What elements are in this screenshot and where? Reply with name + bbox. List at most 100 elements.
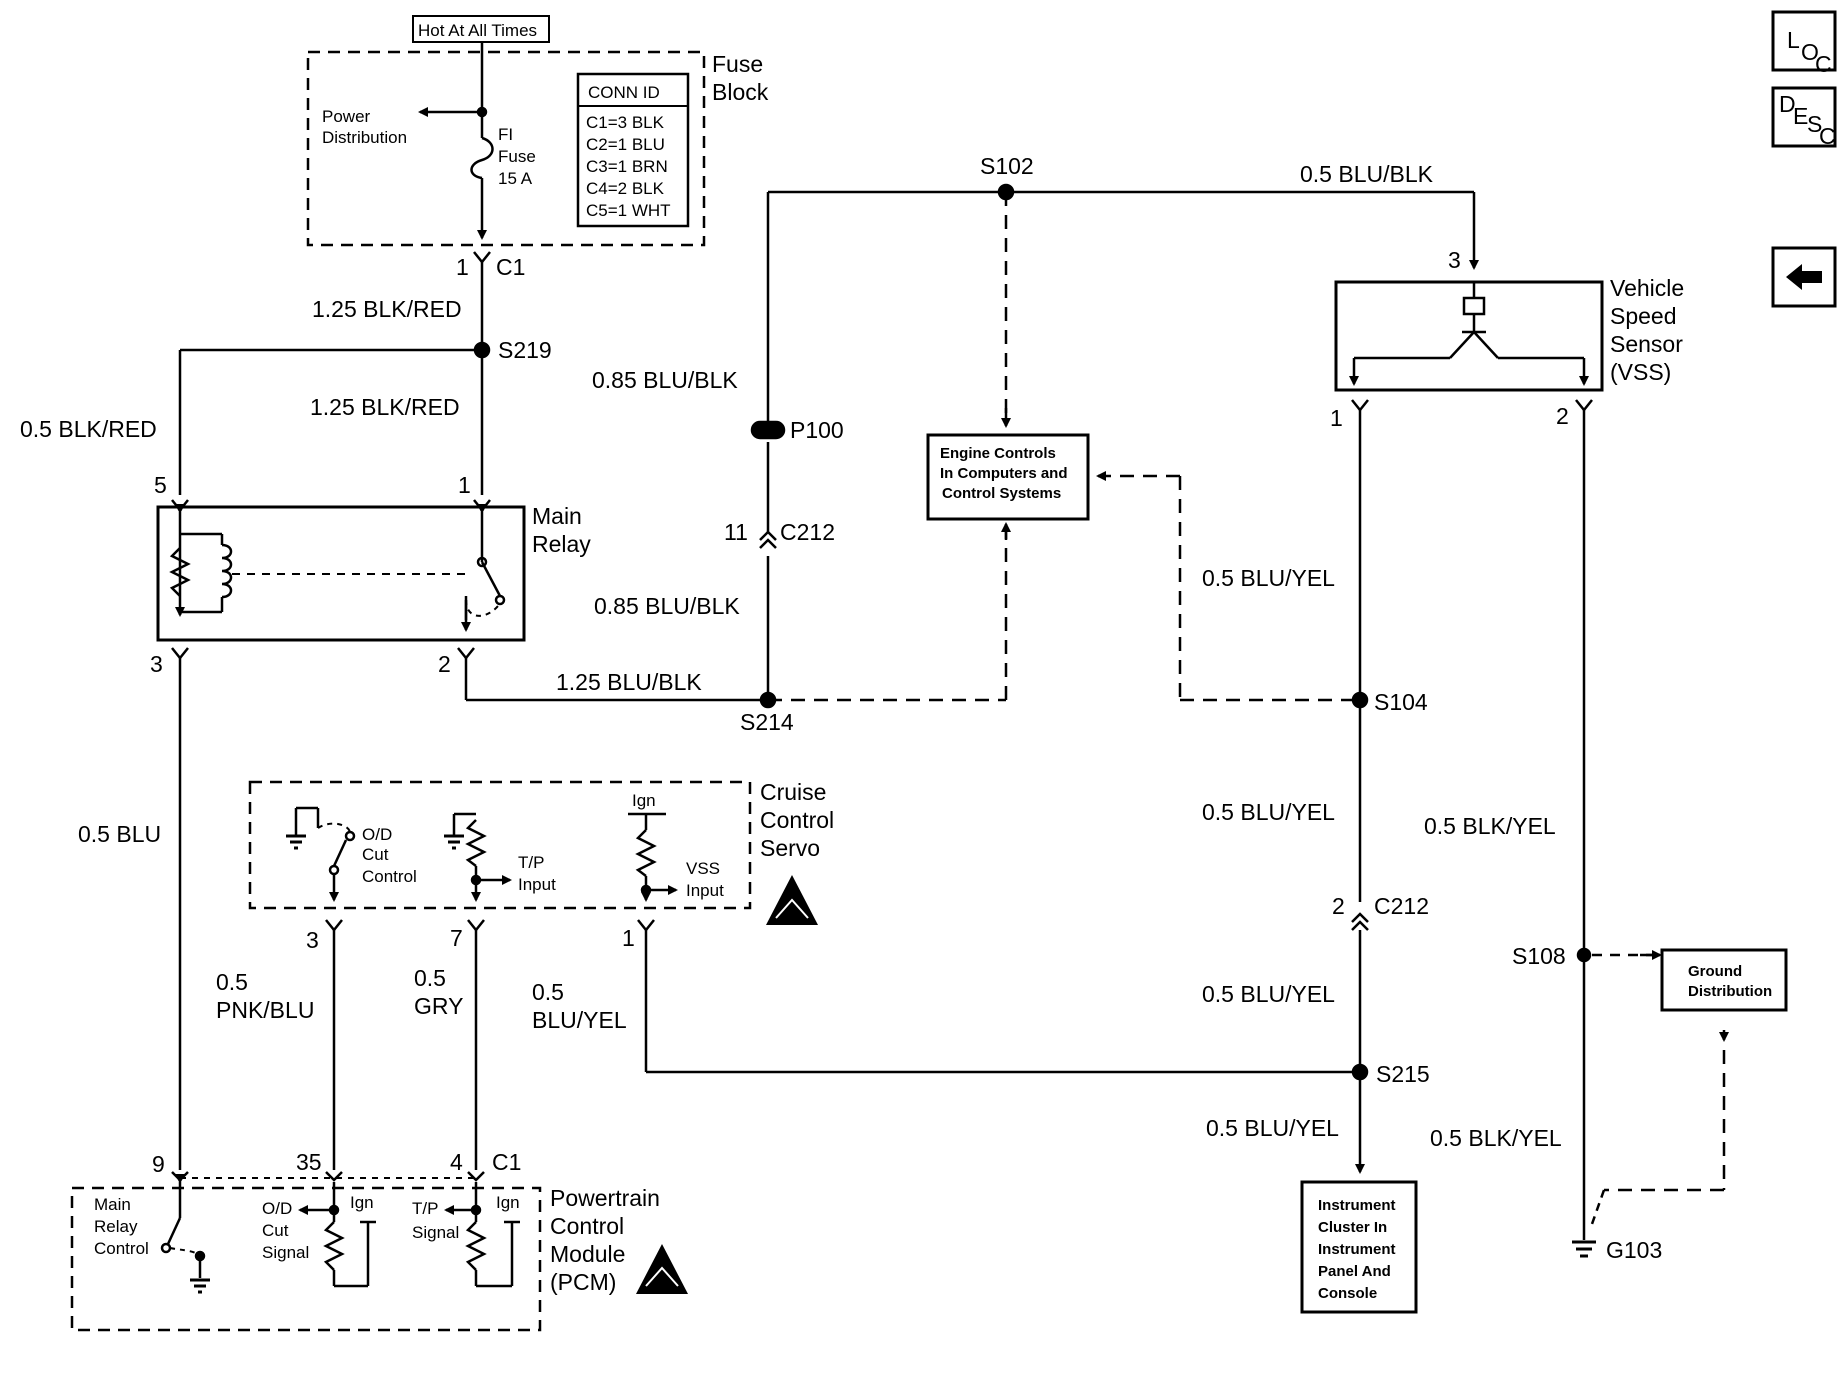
instrument-cluster-label-4: Panel And xyxy=(1318,1263,1391,1280)
ground-distribution-box xyxy=(1660,948,1788,1012)
connector-p100-icon xyxy=(750,420,786,440)
pcm-pin-4: 4 xyxy=(450,1149,463,1175)
instrument-cluster-label-5: Console xyxy=(1318,1285,1377,1302)
connector-p100-label: P100 xyxy=(790,417,844,443)
relay-coil-icon xyxy=(221,543,233,599)
servo-ign-label: Ign xyxy=(632,791,656,810)
pcm-tp-signal-label-2: Signal xyxy=(412,1223,459,1242)
pcm-relay-ctrl-label-1: Main xyxy=(94,1195,131,1214)
loc-button[interactable] xyxy=(1771,10,1837,72)
vss-pin-1: 1 xyxy=(1330,405,1343,431)
main-relay-title-1: Main xyxy=(532,503,582,529)
instrument-cluster-box xyxy=(1300,1180,1418,1314)
power-distribution-2: Distribution xyxy=(322,128,407,147)
engine-controls-label-1: Engine Controls xyxy=(940,445,1056,462)
vss-title-3: Sensor xyxy=(1610,331,1683,357)
power-distribution-1: Power xyxy=(322,107,371,126)
relay-pin-3: 3 xyxy=(150,651,163,677)
wire-label-blublk-085b: 0.85 BLU/BLK xyxy=(594,593,740,619)
vss-pin-2: 2 xyxy=(1556,403,1569,429)
conn-id-row: C3=1 BRN xyxy=(586,157,668,176)
wire-label-gry-1: 0.5 xyxy=(414,965,446,991)
wire-label-pnkblu-2: PNK/BLU xyxy=(216,997,314,1023)
desc-button[interactable] xyxy=(1771,86,1837,148)
engine-controls-label-3: Control Systems xyxy=(942,485,1061,502)
desc-letter-e: E xyxy=(1793,103,1808,129)
servo-pin-3: 3 xyxy=(306,927,319,953)
fuse-block-title-2: Block xyxy=(712,79,769,105)
vss-sensor-icon xyxy=(1462,296,1486,316)
splice-s108 xyxy=(1576,947,1592,963)
servo-title-2: Control xyxy=(760,807,834,833)
fuse-icon xyxy=(470,136,494,180)
c212-pin-2: 2 xyxy=(1332,893,1345,919)
conn-id-header: CONN ID xyxy=(588,83,660,102)
pcm-title-3: Module xyxy=(550,1241,625,1267)
splice-s215-label: S215 xyxy=(1376,1061,1430,1087)
wire-label-blublk-125: 1.25 BLU/BLK xyxy=(556,669,702,695)
loc-letter-l: L xyxy=(1787,27,1800,53)
conn-id-row: C1=3 BLK xyxy=(586,113,665,132)
wire-label-bluyel-1: 0.5 BLU/YEL xyxy=(1202,565,1335,591)
wire-label-bluyel-servo-1: 0.5 xyxy=(532,979,564,1005)
servo-tp-label-1: T/P xyxy=(518,853,544,872)
fuse-block-title-1: Fuse xyxy=(712,51,763,77)
instrument-cluster-label-3: Instrument xyxy=(1318,1241,1396,1258)
wire-label-blublk-085a: 0.85 BLU/BLK xyxy=(592,367,738,393)
pcm-pin-9: 9 xyxy=(152,1151,165,1177)
main-relay-box xyxy=(156,505,526,642)
splice-s102-label: S102 xyxy=(980,153,1034,179)
wire-label-bluyel-servo-2: BLU/YEL xyxy=(532,1007,627,1033)
splice-s108-label: S108 xyxy=(1512,943,1566,969)
ground-g103-icon xyxy=(1572,1240,1596,1258)
servo-od-label-1: O/D xyxy=(362,825,392,844)
servo-vss-label-1: VSS xyxy=(686,859,720,878)
pcm-relay-ctrl-label-2: Relay xyxy=(94,1217,138,1236)
c212-pin-11: 11 xyxy=(724,519,748,545)
loc-letter-o: O xyxy=(1801,39,1819,65)
cruise-servo-outline xyxy=(248,780,752,910)
pcm-ground-icon xyxy=(190,1278,210,1294)
fuse-label-1: FI xyxy=(498,125,513,144)
servo-tp-label-2: Input xyxy=(518,875,556,894)
ground-distribution-label-2: Distribution xyxy=(1688,983,1772,1000)
pcm-title-1: Powertrain xyxy=(550,1185,660,1211)
pcm-outline xyxy=(70,1186,542,1332)
left-arrow-icon xyxy=(1786,264,1822,290)
pcm-tp-signal-label-1: T/P xyxy=(412,1199,438,1218)
fuse-label-2: Fuse xyxy=(498,147,536,166)
servo-title-3: Servo xyxy=(760,835,820,861)
vss-title-2: Speed xyxy=(1610,303,1677,329)
esd-warning-icon-pcm xyxy=(636,1244,688,1294)
pcm-title-2: Control xyxy=(550,1213,624,1239)
wire-label-blkred-2: 1.25 BLK/RED xyxy=(310,394,460,420)
connector-c212-label: C212 xyxy=(780,519,835,545)
instrument-cluster-label-1: Instrument xyxy=(1318,1197,1396,1214)
relay-pin-2: 2 xyxy=(438,651,451,677)
pcm-od-signal-label-2: Cut xyxy=(262,1221,289,1240)
desc-letter-c: C xyxy=(1819,123,1836,149)
wire-label-blublk-05: 0.5 BLU/BLK xyxy=(1300,161,1434,187)
relay-pin-1: 1 xyxy=(458,472,471,498)
servo-ground-icon xyxy=(286,834,306,850)
fuse-label-3: 15 A xyxy=(498,169,533,188)
fuse-conn-c1: C1 xyxy=(496,254,525,280)
relay-pin-5: 5 xyxy=(154,472,167,498)
conn-id-row: C4=2 BLK xyxy=(586,179,665,198)
fuse-block-outline xyxy=(306,50,706,247)
vss-title-4: (VSS) xyxy=(1610,359,1671,385)
wire-label-bluyel-3: 0.5 BLU/YEL xyxy=(1202,981,1335,1007)
pcm-od-signal-label-1: O/D xyxy=(262,1199,292,1218)
back-button[interactable] xyxy=(1771,246,1837,308)
servo-od-label-3: Control xyxy=(362,867,417,886)
wire-label-bluyel-4: 0.5 BLU/YEL xyxy=(1206,1115,1339,1141)
splice-s104-label: S104 xyxy=(1374,689,1428,715)
vss-pin-3: 3 xyxy=(1448,247,1461,273)
vss-title-1: Vehicle xyxy=(1610,275,1684,301)
fuse-pin-1: 1 xyxy=(456,254,469,280)
loc-letter-c: C xyxy=(1815,51,1832,77)
splice-s104 xyxy=(1351,691,1369,709)
pcm-title-4: (PCM) xyxy=(550,1269,616,1295)
desc-letter-s: S xyxy=(1807,111,1822,137)
